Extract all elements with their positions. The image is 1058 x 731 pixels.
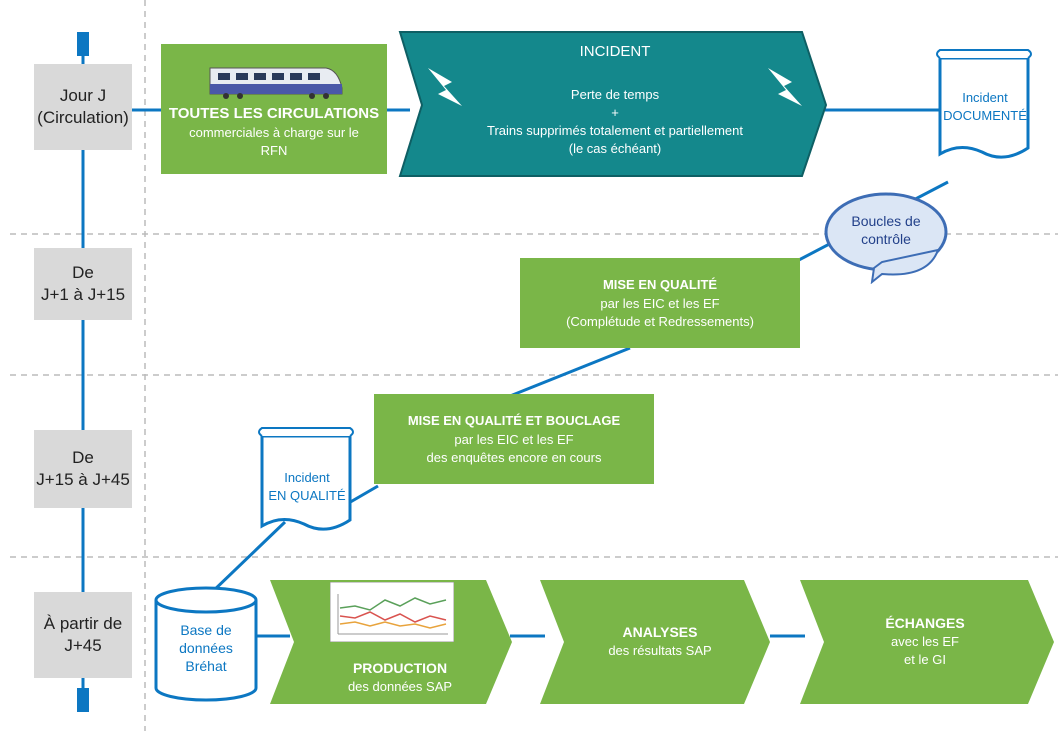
production-title: PRODUCTION — [352, 660, 448, 676]
doc-quality: Incident EN QUALITÉ — [262, 464, 352, 510]
incident-title: INCIDENT — [579, 43, 651, 60]
doc-documented-shape — [936, 49, 1032, 159]
quality1-box: MISE EN QUALITÉ par les EIC et les EF (C… — [520, 258, 800, 348]
analyses-text: des résultats SAP — [608, 643, 712, 658]
production-box: PRODUCTION des données SAP — [300, 654, 500, 700]
doc-quality-line2: EN QUALITÉ — [268, 488, 346, 503]
bottom-chevrons — [270, 580, 1054, 704]
connector-q1-q2 — [509, 346, 631, 398]
loop-shape — [824, 192, 948, 284]
loop-line2: contrôle — [861, 231, 911, 247]
incident-plus: + — [611, 105, 619, 120]
database-line1: Base de — [180, 622, 232, 638]
train-icon — [209, 67, 343, 99]
database-label: Base de données Bréhat — [160, 616, 252, 680]
doc-documented-line2: DOCUMENTÉ — [943, 108, 1027, 123]
circulations-text: commerciales à charge sur le RFN — [189, 125, 359, 158]
incident-box: INCIDENT Perte de temps + Trains supprim… — [440, 36, 790, 176]
analyses-box: ANALYSES des résultats SAP — [560, 618, 760, 664]
quality2-line1: par les EIC et les EF — [454, 432, 574, 447]
quality1-title: MISE EN QUALITÉ — [602, 277, 718, 292]
phase-j45: À partir de J+45 — [34, 592, 132, 678]
echanges-shape — [800, 580, 1054, 704]
chart-thumbnail-icon — [330, 582, 454, 642]
analyses-shape — [540, 580, 770, 704]
connector-docq-db — [208, 520, 287, 596]
quality2-title: MISE EN QUALITÉ ET BOUCLAGE — [407, 413, 621, 428]
lightning-icon — [428, 68, 462, 106]
quality2-line2: des enquêtes encore en cours — [426, 450, 602, 465]
lightning-icon — [768, 68, 802, 106]
analyses-title: ANALYSES — [622, 624, 698, 640]
database-line3: Bréhat — [185, 658, 227, 674]
database-icon — [154, 586, 258, 702]
database-line2: données — [179, 640, 233, 656]
circulations-title: TOUTES LES CIRCULATIONS — [168, 105, 380, 122]
echanges-title: ÉCHANGES — [885, 615, 965, 631]
loop-label: Boucles de contrôle — [836, 202, 936, 258]
echanges-box: ÉCHANGES avec les EF et le GI — [820, 608, 1030, 674]
quality1-line2: (Complétude et Redressements) — [566, 314, 754, 329]
doc-quality-shape — [258, 427, 354, 531]
doc-documented-line1: Incident — [962, 90, 1008, 105]
production-text: des données SAP — [347, 679, 453, 694]
timeline-bottom-cap — [77, 688, 89, 712]
phase-j15-j45: De J+15 à J+45 — [34, 430, 132, 508]
phase-j1-j15: De J+1 à J+15 — [34, 248, 132, 320]
loop-line1: Boucles de — [851, 213, 921, 229]
phase-jour-j: Jour J (Circulation) — [34, 64, 132, 150]
doc-documented: Incident DOCUMENTÉ — [940, 82, 1030, 132]
timeline-top-cap — [77, 32, 89, 56]
echanges-line1: avec les EF — [891, 634, 959, 649]
incident-line3: (le cas échéant) — [568, 141, 662, 156]
incident-line2: Trains supprimés totalement et partielle… — [486, 123, 744, 138]
quality1-line1: par les EIC et les EF — [600, 296, 720, 311]
incident-line1: Perte de temps — [570, 87, 660, 102]
incident-shape — [398, 31, 828, 177]
quality2-box: MISE EN QUALITÉ ET BOUCLAGE par les EIC … — [374, 394, 654, 484]
echanges-line2: et le GI — [904, 652, 946, 667]
doc-quality-line1: Incident — [284, 470, 330, 485]
circulations-box: TOUTES LES CIRCULATIONS commerciales à c… — [161, 44, 387, 174]
